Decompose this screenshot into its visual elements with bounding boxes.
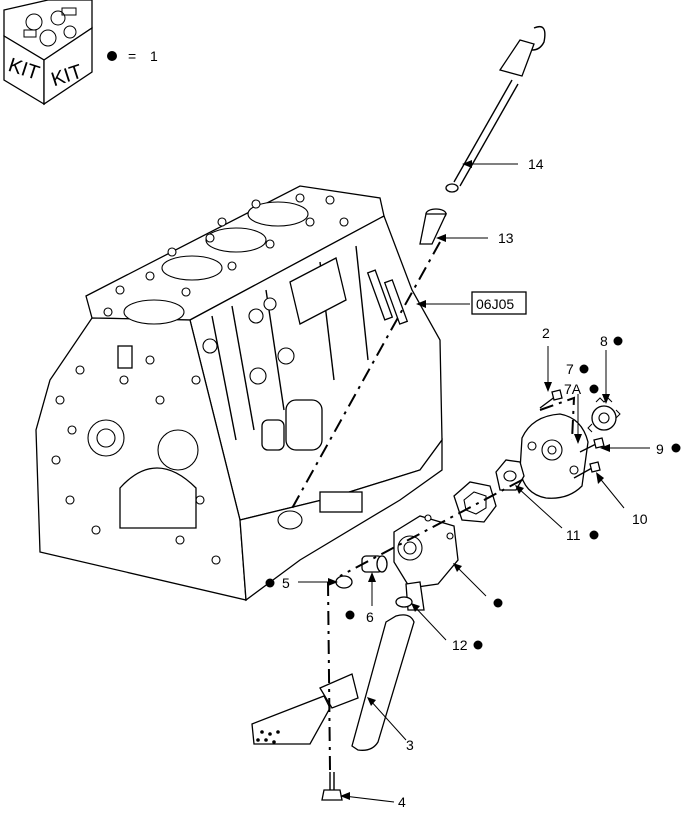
kit-dot-8	[613, 336, 623, 346]
kit-dot-11	[589, 530, 599, 540]
callout-11: 11	[566, 527, 581, 543]
relief-plug	[361, 555, 388, 573]
callout-14: 14	[528, 156, 544, 172]
kit-dot-7	[579, 364, 589, 374]
callout-7a: 7A	[564, 381, 582, 397]
callout-7: 7	[566, 361, 574, 377]
suction-tube	[319, 614, 415, 751]
callout-9: 9	[656, 441, 664, 457]
o-ring-5	[335, 575, 353, 589]
oil-strainer	[251, 695, 331, 745]
kit-dot-6	[345, 610, 355, 620]
callout-3: 3	[406, 737, 414, 753]
kit-dot-9	[671, 443, 681, 453]
kit-dot-12	[473, 640, 483, 650]
callout-2: 2	[542, 325, 550, 341]
drive-gear	[587, 397, 621, 433]
callout-6: 6	[366, 609, 374, 625]
kit-legend-equals: =	[128, 48, 136, 64]
callout-4: 4	[398, 794, 406, 810]
kit-fittings-icon	[23, 7, 77, 47]
callout-12: 12	[452, 637, 468, 653]
dipstick-tube-seal	[419, 208, 448, 245]
callout-10: 10	[632, 511, 648, 527]
bolt-4	[321, 772, 343, 801]
kit-dot-7a	[589, 384, 599, 394]
pump-screws	[539, 389, 605, 479]
outer-rotor	[453, 481, 497, 523]
reference-box: 06J05	[471, 291, 527, 315]
callout-13: 13	[498, 230, 514, 246]
kit-dot-housing	[493, 598, 503, 608]
pump-housing	[393, 514, 459, 611]
kit-legend-value: 1	[150, 48, 158, 64]
reference-box-label: 06J05	[476, 296, 514, 312]
kit-badge: KIT KIT	[3, 0, 93, 106]
callout-5: 5	[282, 575, 290, 591]
leader-lines	[298, 160, 650, 803]
oil-pump-cover	[519, 413, 589, 499]
kit-legend: = 1	[107, 48, 158, 64]
callouts: 14 13 2 8 7 7A 9 10 11 5 6 12 3 4	[265, 156, 681, 810]
engine-block	[35, 185, 443, 602]
kit-dot-5	[265, 578, 275, 588]
dipstick-assembly	[445, 25, 546, 193]
kit-dot-icon	[107, 51, 117, 61]
o-ring-12	[395, 596, 413, 608]
callout-8: 8	[600, 333, 608, 349]
